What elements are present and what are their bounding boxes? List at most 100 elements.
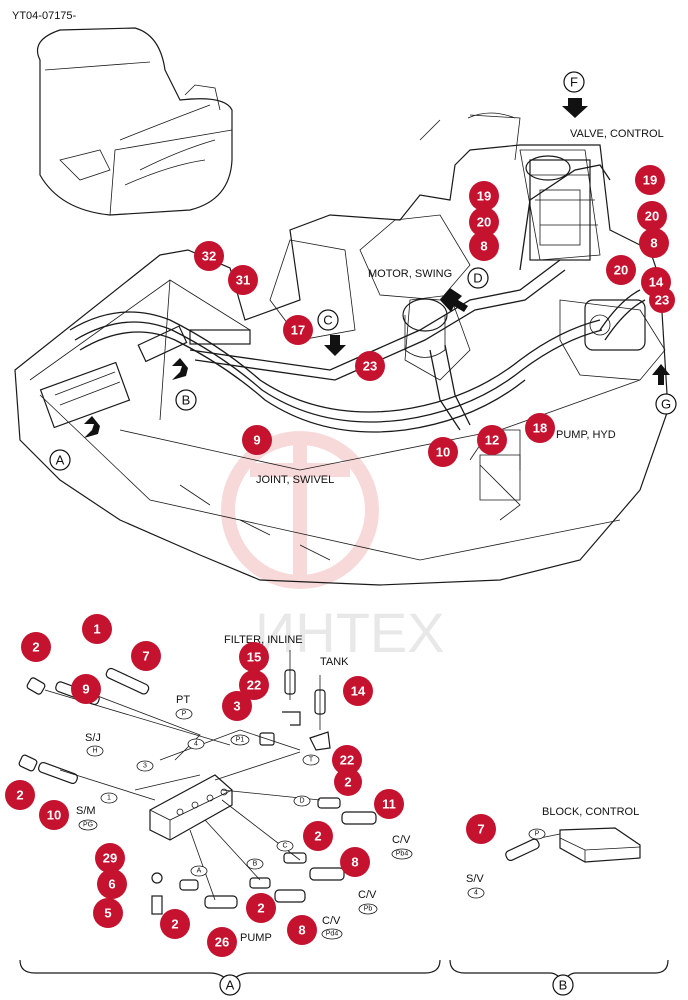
svg-text:8: 8	[298, 923, 305, 938]
callout-11: 11	[374, 789, 404, 819]
port-4-sv: 4	[467, 887, 485, 899]
callout-20: 20	[606, 255, 636, 285]
callout-29: 29	[95, 843, 125, 873]
label-joint-swivel: JOINT, SWIVEL	[256, 474, 334, 486]
port-b: B	[246, 858, 264, 870]
port-d: D	[293, 795, 311, 807]
svg-text:29: 29	[103, 851, 117, 866]
svg-text:23: 23	[655, 293, 669, 308]
svg-text:17: 17	[291, 323, 305, 338]
svg-text:10: 10	[436, 445, 450, 460]
callout-2: 2	[334, 768, 362, 796]
svg-text:B: B	[253, 861, 258, 868]
upper-frame-outline	[14, 112, 669, 586]
callout-3: 3	[222, 691, 252, 721]
svg-text:B: B	[182, 393, 191, 408]
detail-a-fittings	[18, 667, 377, 915]
callout-9: 9	[242, 425, 272, 455]
svg-text:1: 1	[107, 795, 111, 802]
port-p-block: P	[528, 828, 546, 840]
svg-text:32: 32	[202, 249, 216, 264]
callout-8: 8	[469, 231, 499, 261]
svg-text:D: D	[473, 271, 482, 286]
label-cv-1: C/V	[392, 834, 411, 846]
label-tank: TANK	[320, 656, 349, 668]
svg-text:10: 10	[47, 808, 61, 823]
document-id: YT04-07175-	[12, 10, 77, 22]
callout-6: 6	[97, 869, 127, 899]
callout-23: 23	[649, 287, 675, 313]
control-valve-bank-a	[39, 361, 131, 429]
callout-18: 18	[525, 413, 555, 443]
svg-text:20: 20	[645, 209, 659, 224]
svg-text:31: 31	[236, 273, 250, 288]
port-4: 4	[187, 738, 205, 750]
svg-text:PG: PG	[83, 822, 93, 829]
callout-2: 2	[303, 821, 333, 851]
label-pump-hyd: PUMP, HYD	[556, 429, 616, 441]
view-arrows	[84, 98, 670, 438]
svg-text:11: 11	[382, 797, 396, 812]
hyd-pump-body	[584, 299, 646, 351]
svg-text:3: 3	[233, 699, 240, 714]
view-letter-f: F	[563, 71, 585, 93]
callout-12: 12	[477, 425, 507, 455]
callout-2: 2	[21, 632, 51, 662]
svg-text:P: P	[182, 711, 187, 718]
svg-text:14: 14	[649, 275, 664, 290]
svg-text:9: 9	[253, 433, 260, 448]
callout-14: 14	[343, 676, 373, 706]
svg-text:2: 2	[32, 640, 39, 655]
svg-text:H: H	[92, 748, 97, 755]
svg-text:9: 9	[82, 682, 89, 697]
label-filter-inline: FILTER, INLINE	[224, 634, 303, 646]
svg-text:Pd4: Pd4	[326, 931, 339, 938]
callout-7: 7	[466, 814, 496, 844]
callout-22: 22	[332, 745, 362, 775]
port-c: C	[276, 840, 294, 852]
callout-19: 19	[469, 181, 499, 211]
label-pump: PUMP	[240, 932, 272, 944]
callout-15: 15	[239, 642, 269, 672]
svg-text:D: D	[299, 798, 304, 805]
label-sv: S/V	[466, 873, 484, 885]
svg-text:2: 2	[314, 829, 321, 844]
callout-9: 9	[71, 674, 101, 704]
label-pt: PT	[176, 694, 190, 706]
callout-8: 8	[639, 228, 669, 258]
callout-1: 1	[82, 614, 112, 644]
label-motor-swing: MOTOR, SWING	[368, 268, 452, 280]
svg-text:19: 19	[477, 189, 491, 204]
svg-text:1: 1	[93, 622, 100, 637]
svg-text:Pb: Pb	[364, 906, 373, 913]
callout-10: 10	[39, 800, 69, 830]
svg-text:8: 8	[351, 855, 358, 870]
section-letter-a: A	[219, 974, 241, 996]
port-pb: Pb	[358, 903, 378, 915]
svg-text:19: 19	[643, 173, 657, 188]
port-pg: PG	[78, 819, 98, 831]
callout-22: 22	[239, 670, 269, 700]
swivel-joint-body	[402, 298, 448, 358]
callout-20: 20	[469, 207, 499, 237]
detail-a-manifold	[149, 774, 233, 841]
callout-32: 32	[194, 241, 224, 271]
svg-text:T: T	[309, 757, 314, 764]
port-pd4: Pd4	[321, 928, 343, 940]
label-sj: S/J	[85, 732, 101, 744]
svg-text:2: 2	[171, 917, 178, 932]
callout-2: 2	[246, 893, 276, 923]
block-b-parts	[137, 325, 251, 363]
callout-8: 8	[287, 915, 317, 945]
svg-text:2: 2	[344, 775, 351, 790]
callout-2: 2	[160, 909, 190, 939]
svg-text:20: 20	[477, 215, 491, 230]
callout-2: 2	[5, 780, 35, 810]
svg-text:A: A	[56, 453, 65, 468]
port-a: A	[190, 865, 208, 877]
callout-17: 17	[283, 315, 313, 345]
label-valve-control: VALVE, CONTROL	[570, 128, 664, 140]
view-letter-b: B	[175, 389, 197, 411]
label-cv-3: C/V	[322, 915, 341, 927]
